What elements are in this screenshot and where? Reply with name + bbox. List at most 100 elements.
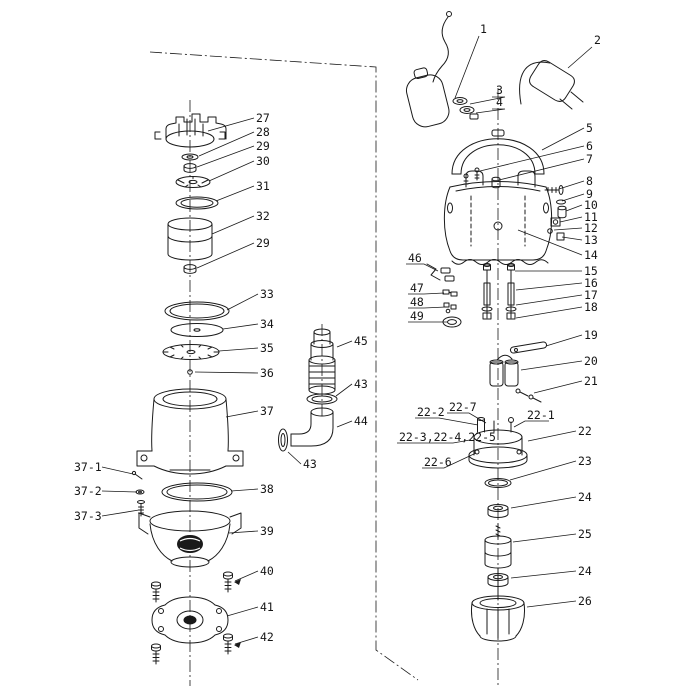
- part-label-19: 19: [584, 328, 598, 342]
- part-9-washer: [556, 199, 566, 205]
- leader-lines: [101, 35, 593, 648]
- part-label-22: 22: [578, 424, 592, 438]
- part-label-4: 4: [496, 95, 503, 109]
- part-38-o-ring: [161, 482, 233, 502]
- part-label-33: 33: [260, 287, 274, 301]
- part-label-14: 14: [584, 248, 598, 262]
- part-label-9: 9: [586, 187, 593, 201]
- part-label-20: 20: [584, 354, 598, 368]
- part-label-43-2: 43: [303, 457, 317, 471]
- part-8-screw: [544, 185, 564, 195]
- part-32-rotor-core: [167, 217, 213, 261]
- part-21-screws: [515, 388, 542, 403]
- part-label-46: 46: [408, 251, 422, 265]
- part-label-22-2: 22-2: [417, 405, 445, 419]
- part-34-diaphragm-disc: [170, 323, 224, 337]
- part-33-gasket-ring: [164, 301, 230, 321]
- part-label-24: 24: [578, 490, 592, 504]
- part-label-47: 47: [410, 281, 424, 295]
- part-label-35: 35: [260, 341, 274, 355]
- part-25-rotor: [484, 523, 512, 601]
- part-43-lock-ring: [306, 393, 338, 405]
- part-label-29: 29: [256, 139, 270, 153]
- part-label-27: 27: [256, 111, 270, 125]
- part-42-screw: [223, 633, 233, 655]
- part-screw-base-left: [151, 581, 161, 603]
- part-label-22-6: 22-6: [424, 455, 452, 469]
- part-30-impeller-disc: [175, 176, 211, 188]
- part-label-32: 32: [256, 209, 270, 223]
- part-label-38: 38: [260, 482, 274, 496]
- part-1-float-switch: [405, 11, 452, 128]
- part-39-pump-base: [138, 510, 242, 568]
- part-5-handle: [451, 129, 545, 175]
- part-label-37-1: 37-1: [74, 460, 102, 474]
- part-label-37-2: 37-2: [74, 484, 102, 498]
- part-29-nut-2: [183, 264, 197, 274]
- part-label-18: 18: [584, 300, 598, 314]
- part-label-11: 11: [584, 210, 598, 224]
- part-15-bolt-left: [481, 263, 493, 320]
- part-label-36: 36: [260, 366, 274, 380]
- part-19-pin: [509, 341, 548, 354]
- part-label-45: 45: [354, 334, 368, 348]
- part-label-2: 2: [594, 33, 601, 47]
- part-10-gland: [557, 205, 567, 219]
- part-label-37-3: 37-3: [74, 509, 102, 523]
- part-47-terminals: [442, 289, 458, 297]
- part-label-42: 42: [260, 630, 274, 644]
- part-label-40: 40: [260, 564, 274, 578]
- part-label-25: 25: [578, 527, 592, 541]
- part-12-washer: [547, 228, 553, 234]
- part-label-7: 7: [586, 152, 593, 166]
- part-48-fasteners: [443, 302, 457, 314]
- part-label-15: 15: [584, 264, 598, 278]
- part-label-24-2: 24: [578, 564, 592, 578]
- part-2-power-plug: [519, 60, 584, 110]
- part-labels: 27 28 29 30 31 32 29 33 34 35 36 37 38 3…: [74, 22, 601, 644]
- part-label-8: 8: [586, 174, 593, 188]
- part-3-cable-gland: [452, 97, 475, 114]
- part-4-cable-clamp: [469, 113, 479, 120]
- part-label-30: 30: [256, 154, 270, 168]
- part-label-16: 16: [584, 276, 598, 290]
- part-label-6: 6: [586, 139, 593, 153]
- part-label-29-2: 29: [256, 236, 270, 250]
- part-label-48: 48: [410, 295, 424, 309]
- part-44-elbow: [290, 407, 334, 447]
- part-37-1-clip: [131, 470, 143, 480]
- part-label-12: 12: [584, 221, 598, 235]
- part-40-screw: [223, 571, 233, 593]
- part-13-square-nut: [556, 232, 565, 241]
- part-label-41: 41: [260, 600, 274, 614]
- part-label-43: 43: [354, 377, 368, 391]
- part-29-nut: [183, 163, 197, 173]
- part-37-3-screw: [137, 500, 145, 517]
- part-23-o-ring: [484, 478, 512, 488]
- part-37-motor-housing: [136, 388, 244, 475]
- part-label-1: 1: [480, 22, 487, 36]
- part-label-49: 49: [410, 309, 424, 323]
- part-label-13: 13: [584, 233, 598, 247]
- part-label-44: 44: [354, 414, 368, 428]
- part-label-26: 26: [578, 594, 592, 608]
- part-label-34: 34: [260, 317, 274, 331]
- section-boundary-line: [149, 51, 419, 681]
- part-35-serrated-plate: [162, 344, 220, 360]
- part-label-23: 23: [578, 454, 592, 468]
- part-27-impeller-cap: [154, 113, 227, 148]
- part-label-10: 10: [584, 198, 598, 212]
- part-label-3: 3: [496, 83, 503, 97]
- part-15-bolt-right: [505, 263, 517, 320]
- part-label-17: 17: [584, 288, 598, 302]
- part-22-seal-plate-assembly: [468, 417, 528, 469]
- part-label-31: 31: [256, 179, 270, 193]
- part-20-capacitor: [489, 354, 519, 387]
- part-7-bushing: [491, 176, 501, 189]
- part-24-bearing-lower: [487, 573, 509, 587]
- part-46-wire-connector: [426, 263, 455, 282]
- part-label-22-7: 22-7: [449, 400, 477, 414]
- part-31-seal-ring: [175, 196, 219, 210]
